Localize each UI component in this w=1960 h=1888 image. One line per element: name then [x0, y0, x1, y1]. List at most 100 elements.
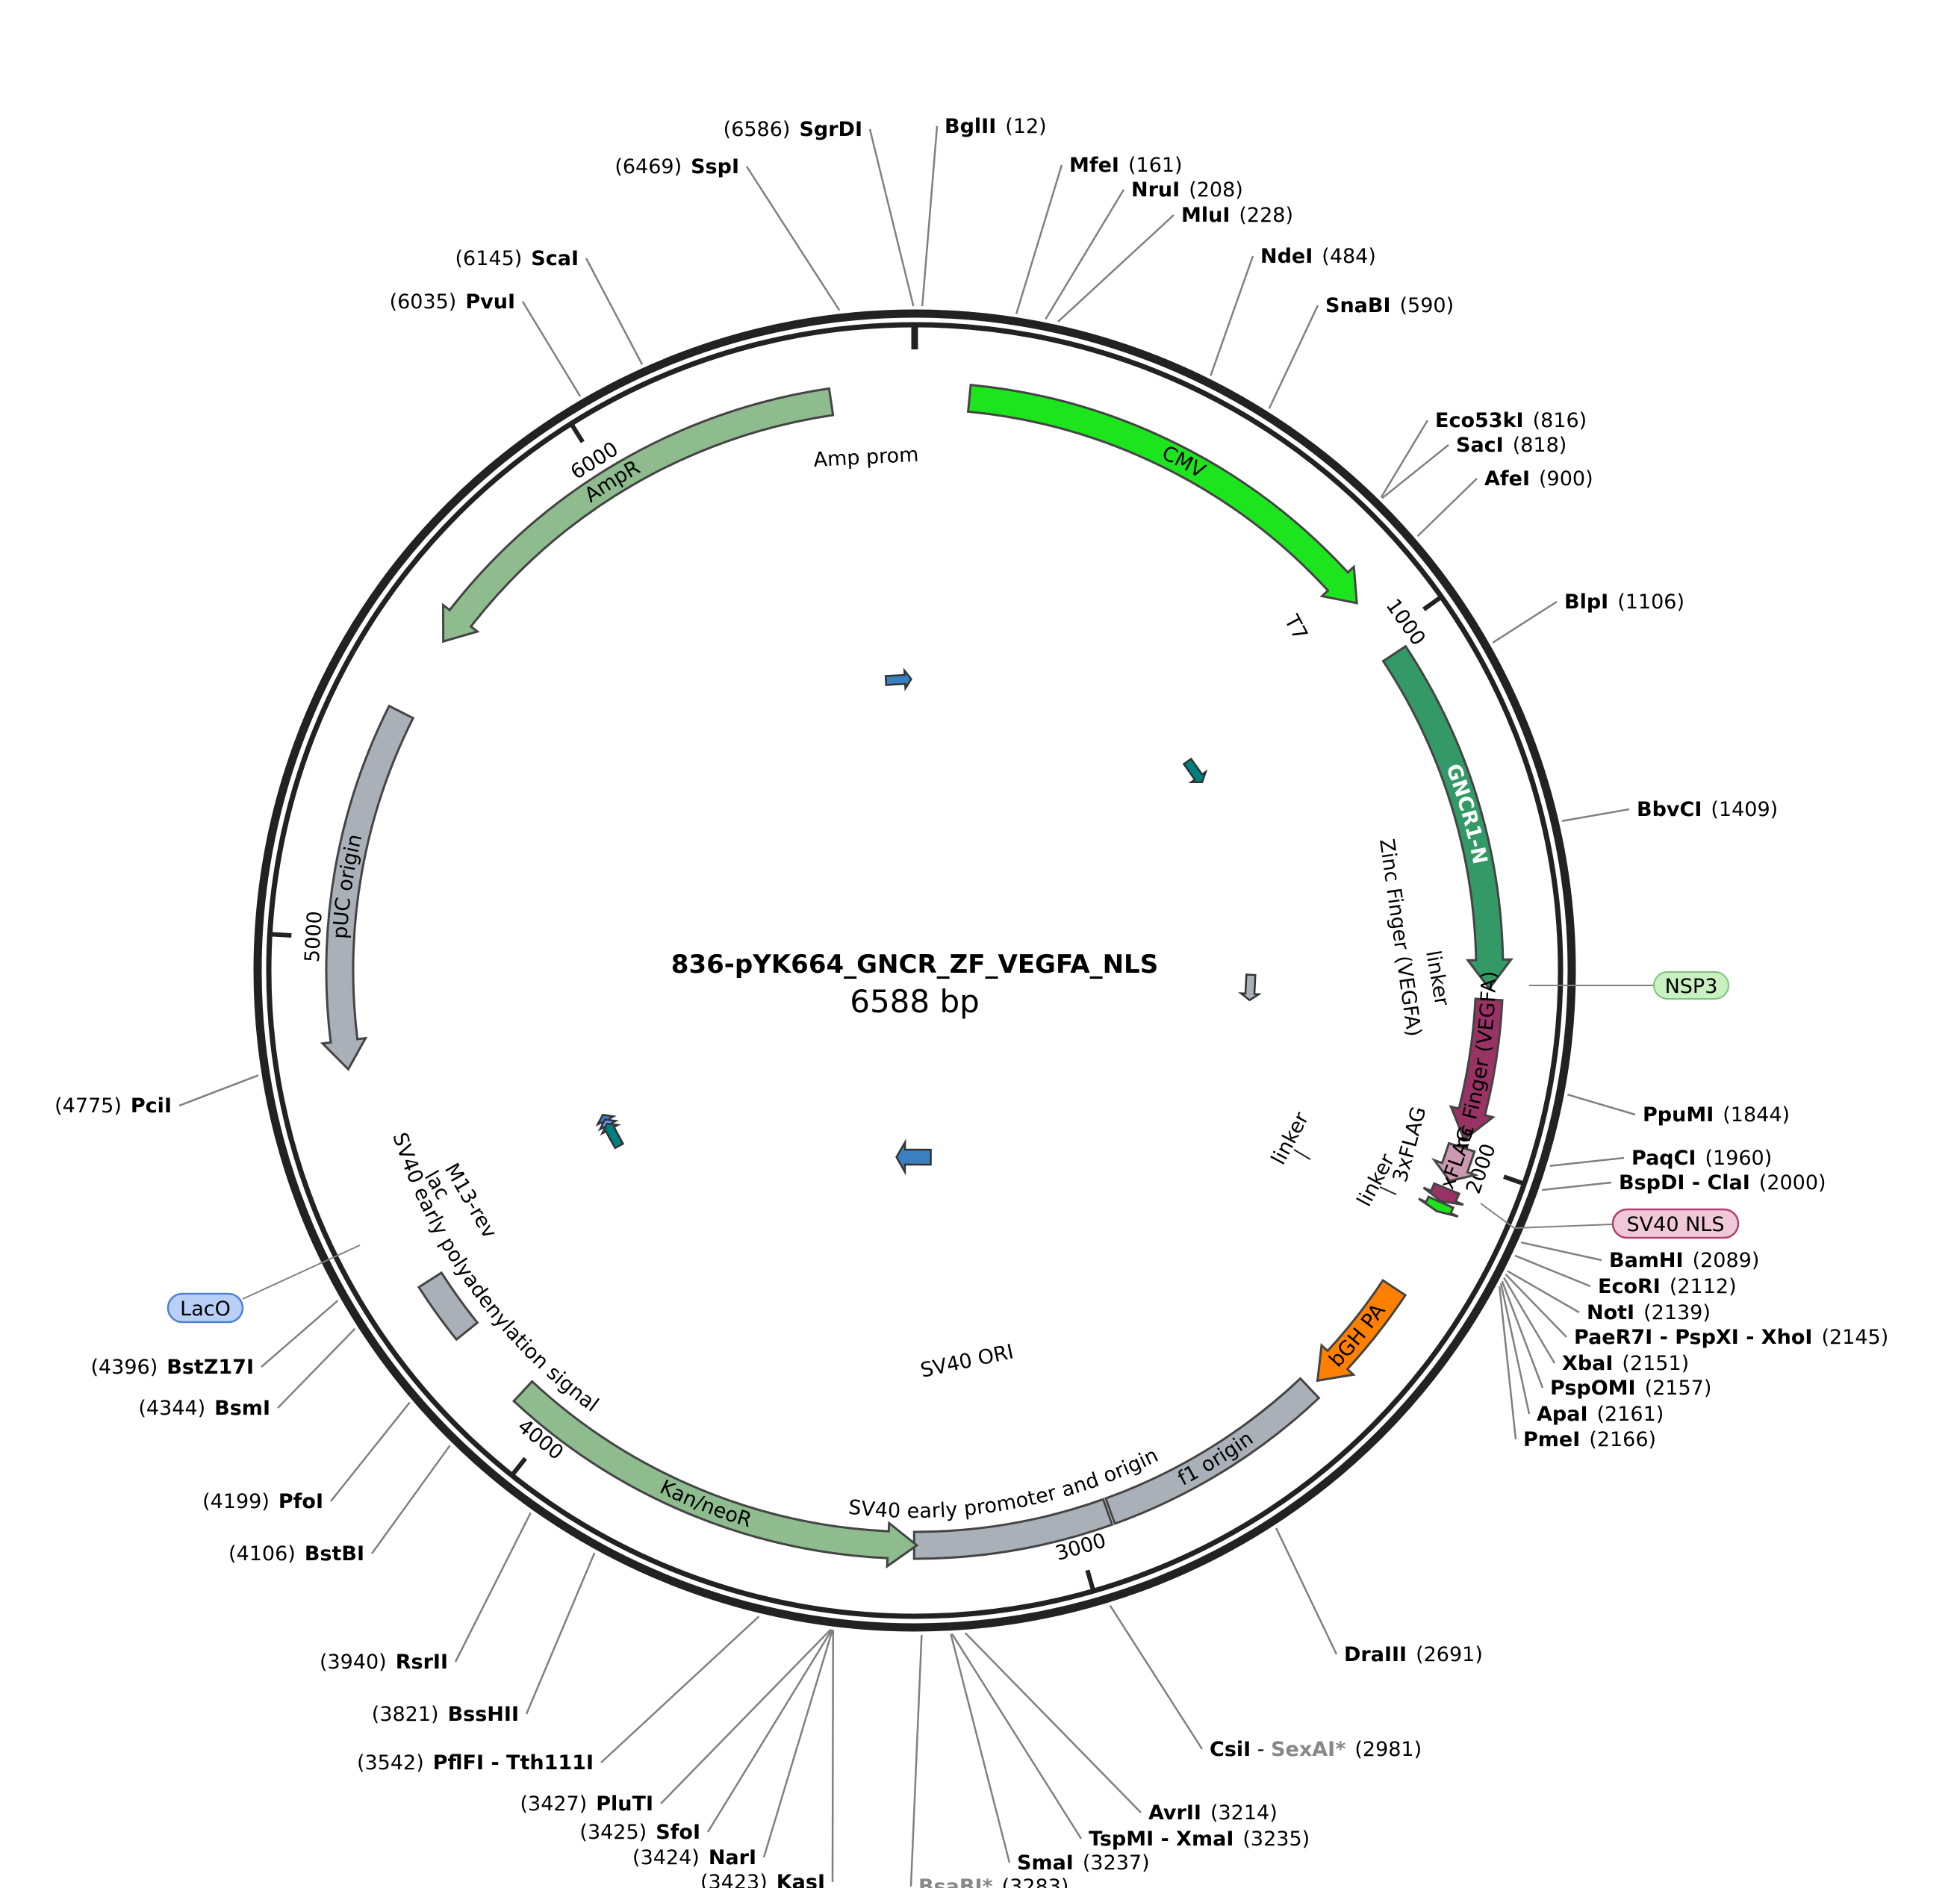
site-smai[interactable]: SmaI(3237) [1017, 1851, 1150, 1875]
leader-bamhi [1520, 1241, 1602, 1262]
nsp3-label: NSP3 [1529, 971, 1729, 1000]
leader-ecori [1514, 1254, 1591, 1288]
site-pluti[interactable]: (3427)PluTI [520, 1792, 653, 1816]
site-saci[interactable]: SacI(818) [1456, 434, 1567, 457]
site-bstz17i[interactable]: (4396)BstZ17I [90, 1356, 254, 1379]
site-ecori[interactable]: EcoRI(2112) [1598, 1275, 1737, 1298]
sv40-ori-label: SV40 ORI [918, 1340, 1015, 1383]
site-pflfi-tth111i[interactable]: (3542)PflFI - Tth111I [357, 1751, 594, 1775]
site-apai[interactable]: ApaI(2161) [1537, 1403, 1664, 1426]
leader-afei [1416, 478, 1478, 538]
leader-pflfi-tth111i [600, 1616, 760, 1763]
linker-label-left: linker [1267, 1108, 1314, 1168]
site-avrii[interactable]: AvrII(3214) [1148, 1801, 1278, 1825]
feature-t7[interactable] [1180, 756, 1210, 788]
site-scai[interactable]: (6145)ScaI [455, 247, 579, 270]
site-sgrdi[interactable]: (6586)SgrDI [724, 118, 862, 141]
feature-sv40-ori[interactable] [895, 1138, 932, 1176]
amp-prom-label: Amp prom [813, 443, 919, 472]
svg-text:NSP3: NSP3 [1665, 975, 1718, 998]
site-paqci[interactable]: PaqCI(1960) [1631, 1147, 1772, 1170]
leader-ppumi [1567, 1094, 1636, 1116]
site-blpi[interactable]: BlpI(1106) [1564, 591, 1684, 614]
feature-cmv[interactable] [966, 383, 1358, 605]
leader-ndei [1210, 255, 1254, 376]
leader-bstbi [370, 1445, 451, 1554]
site-xbai[interactable]: XbaI(2151) [1562, 1352, 1689, 1375]
site-sspi[interactable]: (6469)SspI [615, 155, 739, 178]
site-pcii[interactable]: (4775)PciI [55, 1094, 172, 1118]
linker-right-leader [1379, 1186, 1397, 1195]
site-paer7i-pspxi-xhoi[interactable]: PaeR7I - PspXI - XhoI(2145) [1574, 1326, 1888, 1349]
tick-mark-4000 [511, 1456, 528, 1475]
feature-linker[interactable] [1238, 973, 1262, 1002]
plasmid-length: 6588 bp [850, 983, 980, 1020]
svg-text:SV40 NLS: SV40 NLS [1627, 1213, 1725, 1236]
feature-sv40-nls[interactable] [1422, 1182, 1464, 1206]
site-noti[interactable]: NotI(2139) [1587, 1301, 1711, 1324]
feature-zinc-finger-vegfa[interactable] [1449, 997, 1504, 1141]
site-rsrii[interactable]: (3940)RsrII [320, 1651, 448, 1674]
leader-tspmi-xmai [951, 1633, 1083, 1839]
site-bbvci[interactable]: BbvCI(1409) [1637, 798, 1778, 821]
feature-sv40-early-polyadenylation-signal[interactable] [417, 1271, 479, 1342]
flag-label: 3xFLAG [1389, 1104, 1431, 1185]
site-pfoi[interactable]: (4199)PfoI [202, 1490, 323, 1513]
site-pvui[interactable]: (6035)PvuI [390, 290, 515, 314]
feature-3xflag[interactable] [1431, 1141, 1479, 1183]
linker-top-label: linker [1421, 949, 1454, 1009]
site-bspdi-clai[interactable]: BspDI - ClaI(2000) [1619, 1171, 1826, 1194]
plasmid-name: 836-pYK664_GNCR_ZF_VEGFA_NLS [671, 950, 1158, 979]
leader-eco53ki [1380, 420, 1429, 498]
site-pmei[interactable]: PmeI(2166) [1523, 1428, 1656, 1451]
feature-sv40-early-promoter-and-origin[interactable] [912, 1498, 1114, 1560]
site-bamhi[interactable]: BamHI(2089) [1609, 1249, 1759, 1272]
site-mfei[interactable]: MfeI(161) [1069, 154, 1183, 177]
leader-pspomi [1501, 1280, 1544, 1389]
site-ndei[interactable]: NdeI(484) [1260, 245, 1376, 268]
site-afei[interactable]: AfeI(900) [1484, 467, 1593, 490]
leader-csii [1109, 1604, 1204, 1750]
site-csii[interactable]: CsiI - SexAI*(2981) [1210, 1738, 1422, 1761]
site-sfoi[interactable]: (3425)SfoI [579, 1821, 700, 1844]
tick-mark-2000 [1503, 1174, 1523, 1186]
svg-text:LacO: LacO [180, 1297, 231, 1321]
feature-label-gncr1-n: GNCR1-N [1442, 761, 1492, 866]
tick-mark-3000 [1085, 1569, 1095, 1590]
zinc-finger-label: Zinc Finger (VEGFA) [1375, 838, 1425, 1038]
feature-teal-lac[interactable] [599, 1119, 626, 1150]
t7-label: T7 [1279, 611, 1312, 644]
backbone-inner [266, 322, 1564, 1619]
feature-bgh-pa[interactable] [1316, 1278, 1407, 1383]
site-nari[interactable]: (3424)NarI [632, 1846, 756, 1869]
leader-avrii [964, 1632, 1142, 1813]
feature-ampr[interactable] [442, 387, 835, 644]
leader-sgrdi [868, 128, 915, 307]
site-kasi[interactable]: (3423)KasI [700, 1871, 825, 1888]
feature-kan-neor[interactable] [511, 1380, 919, 1569]
site-bstbi[interactable]: (4106)BstBI [228, 1542, 364, 1565]
leader-pvui [521, 301, 582, 397]
feature-amp-prom[interactable] [884, 667, 912, 692]
site-nrui[interactable]: NruI(208) [1131, 178, 1243, 202]
feature-f1-origin[interactable] [1104, 1377, 1321, 1525]
feature-green-small[interactable] [1418, 1195, 1459, 1218]
site-tspmi-xmai[interactable]: TspMI - XmaI(3235) [1089, 1828, 1310, 1851]
site-bsmi[interactable]: (4344)BsmI [138, 1397, 270, 1420]
leader-bsmi [277, 1327, 356, 1409]
site-draiii[interactable]: DraIII(2691) [1344, 1643, 1483, 1666]
feature-puc-origin[interactable] [320, 704, 415, 1071]
linker-left-leader [1293, 1149, 1311, 1160]
site-eco53ki[interactable]: Eco53kI(816) [1435, 409, 1587, 432]
site-bsshii[interactable]: (3821)BssHII [372, 1703, 519, 1726]
site-bglii[interactable]: BglII(12) [945, 115, 1047, 138]
leader-xbai [1503, 1277, 1556, 1364]
site-pspomi[interactable]: PspOMI(2157) [1550, 1377, 1711, 1400]
leader-bstz17i [261, 1300, 339, 1368]
site-mlui[interactable]: MluI(228) [1181, 204, 1293, 227]
site-ppumi[interactable]: PpuMI(1844) [1643, 1103, 1790, 1127]
feature-gncr1-n[interactable] [1381, 644, 1513, 991]
site-snabi[interactable]: SnaBI(590) [1325, 294, 1454, 317]
site-bsabi[interactable]: BsaBI*(3283) [918, 1875, 1068, 1888]
leader-bspdi-clai [1541, 1181, 1612, 1191]
